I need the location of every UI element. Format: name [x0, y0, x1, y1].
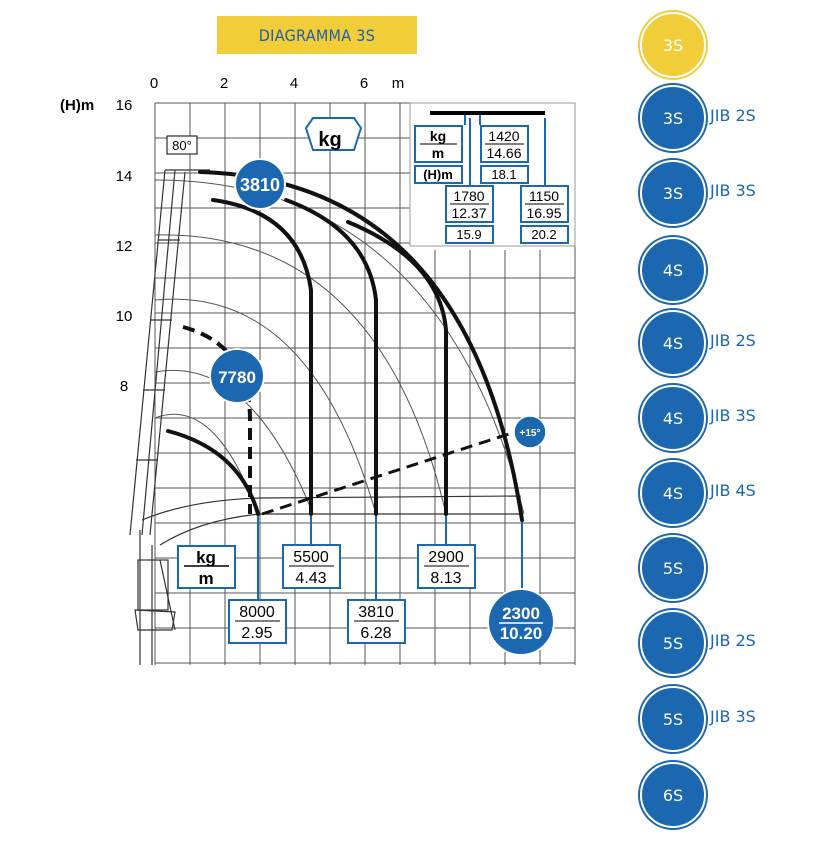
- y-tick-16: 16: [116, 97, 133, 114]
- model-button-label: 5S: [662, 633, 684, 653]
- load-box-3810-kg: 3810: [358, 604, 394, 621]
- jib-left-m: 12.37: [451, 205, 486, 221]
- jib-left-kg: 1780: [453, 188, 484, 204]
- model-button-label: 6S: [662, 785, 684, 805]
- jib-right-kg: 1150: [529, 188, 559, 204]
- jib-label-5s-jib3s: JIB 3S: [710, 707, 756, 726]
- curve-3810: [284, 198, 378, 516]
- jib-label-5s-jib2s: JIB 2S: [710, 631, 756, 650]
- x-unit: m: [392, 75, 405, 92]
- model-button-3s-jib3s[interactable]: 3S: [640, 160, 706, 226]
- chart-grid: [154, 102, 576, 665]
- load-box-3810: 3810 6.28: [347, 599, 406, 644]
- badge-3810: 3810: [234, 158, 286, 210]
- y-tick-12: 12: [116, 238, 133, 255]
- x-tick-4: 4: [290, 75, 298, 92]
- jib-right-m: 16.95: [526, 205, 561, 221]
- model-button-label: 3S: [662, 35, 684, 55]
- model-button-label: 4S: [662, 483, 684, 503]
- legend-kg: kg: [196, 548, 216, 567]
- curve-8000: [166, 429, 260, 516]
- jib-label-3s-jib3s: JIB 3S: [710, 181, 756, 200]
- model-button-label: 5S: [662, 709, 684, 729]
- badge-3810-text: 3810: [240, 175, 280, 195]
- legend-m: m: [198, 569, 213, 588]
- load-box-3810-m: 6.28: [360, 625, 391, 642]
- load-box-2900: 2900 8.13: [417, 544, 476, 589]
- jib-panel: kg m (H)m 1420 14.66 18.1 1780 12.37 15.…: [409, 102, 576, 247]
- jib-top-m: 14.66: [486, 145, 521, 161]
- badge-7780-text: 7780: [218, 368, 256, 387]
- load-badge-2300-m: 10.20: [500, 624, 543, 643]
- model-button-4s-jib3s[interactable]: 4S: [640, 385, 706, 451]
- load-box-5500: 5500 4.43: [282, 544, 341, 589]
- load-box-2900-kg: 2900: [428, 549, 464, 566]
- jib-label-4s-jib4s: JIB 4S: [710, 481, 756, 500]
- load-box-8000: 8000 2.95: [228, 599, 287, 644]
- load-box-8000-kg: 8000: [239, 604, 275, 621]
- diagram-title: DIAGRAMMA 3S: [217, 16, 417, 54]
- model-button-6s[interactable]: 6S: [640, 762, 706, 828]
- angle-max-label: 80°: [166, 135, 198, 155]
- load-box-5500-m: 4.43: [295, 570, 326, 587]
- kg-header-text: kg: [318, 129, 341, 151]
- model-button-label: 4S: [662, 408, 684, 428]
- jib-top-h: 18.1: [491, 167, 516, 182]
- load-box-2900-m: 8.13: [430, 570, 461, 587]
- model-button-4s-jib2s[interactable]: 4S: [640, 310, 706, 376]
- model-button-3s[interactable]: 3S: [640, 12, 706, 78]
- curve-5500: [211, 198, 313, 516]
- badge-plus15: +15°: [513, 415, 547, 449]
- ext-15-dashed: [261, 430, 516, 516]
- model-button-5s-jib2s[interactable]: 5S: [640, 610, 706, 676]
- jib-legend-hm: (H)m: [423, 167, 453, 182]
- x-tick-2: 2: [220, 75, 228, 92]
- y-tick-10: 10: [116, 308, 133, 325]
- model-button-5s[interactable]: 5S: [640, 535, 706, 601]
- jib-label-4s-jib3s: JIB 3S: [710, 406, 756, 425]
- load-badge-2300: 2300 10.20: [487, 588, 555, 656]
- jib-top-kg: 1420: [488, 128, 519, 144]
- badge-7780: 7780: [209, 348, 265, 404]
- model-button-5s-jib3s[interactable]: 5S: [640, 686, 706, 752]
- model-button-label: 4S: [662, 260, 684, 280]
- kg-header-box: kg: [304, 117, 363, 151]
- load-curves: [166, 170, 524, 522]
- load-box-5500-kg: 5500: [293, 549, 329, 566]
- model-button-4s-jib4s[interactable]: 4S: [640, 460, 706, 526]
- legend-kg-m: kg m: [177, 545, 236, 589]
- angle-max-text: 80°: [172, 138, 192, 153]
- y-tick-8: 8: [120, 378, 128, 395]
- connector-lines: [257, 516, 523, 600]
- jib-left-h: 15.9: [456, 227, 481, 242]
- load-box-8000-m: 2.95: [241, 625, 272, 642]
- jib-right-h: 20.2: [531, 227, 556, 242]
- model-button-label: 4S: [662, 333, 684, 353]
- y-tick-14: 14: [116, 168, 133, 185]
- load-badge-2300-kg: 2300: [502, 604, 540, 623]
- jib-label-3s-jib2s: JIB 2S: [710, 106, 756, 125]
- badge-plus15-text: +15°: [520, 428, 541, 439]
- x-tick-6: 6: [360, 75, 368, 92]
- jib-legend-m: m: [432, 145, 444, 161]
- model-button-label: 3S: [662, 183, 684, 203]
- jib-label-4s-jib2s: JIB 2S: [710, 331, 756, 350]
- model-button-label: 3S: [662, 108, 684, 128]
- jib-legend-kg: kg: [430, 128, 446, 144]
- y-unit: (H)m: [60, 97, 94, 114]
- x-tick-0: 0: [150, 75, 158, 92]
- model-button-4s[interactable]: 4S: [640, 237, 706, 303]
- model-button-3s-jib2s[interactable]: 3S: [640, 85, 706, 151]
- model-button-label: 5S: [662, 558, 684, 578]
